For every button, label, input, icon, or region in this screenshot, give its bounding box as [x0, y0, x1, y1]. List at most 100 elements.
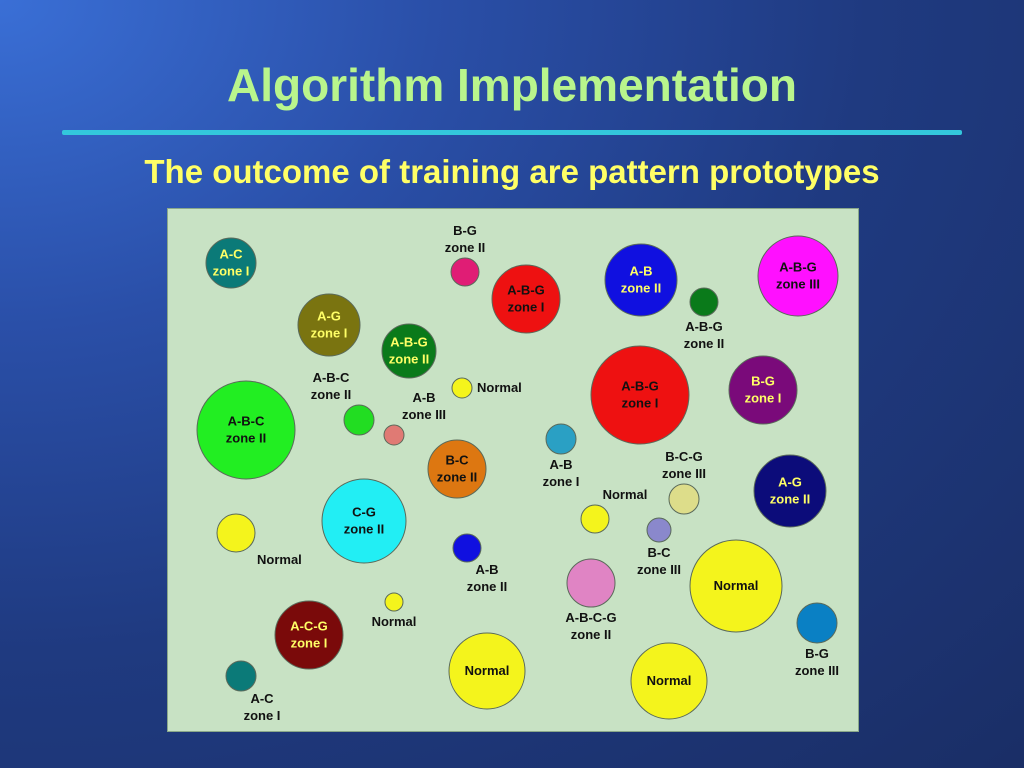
- prototype-label-line: A-C: [250, 691, 274, 706]
- prototype-normal-big-bottom-1: Normal: [448, 632, 526, 710]
- prototype-circle: [452, 533, 482, 563]
- prototype-label-line: B-C: [445, 453, 469, 468]
- slide-title: Algorithm Implementation: [227, 59, 797, 111]
- prototype-label-line: zone II: [571, 627, 611, 642]
- prototype-circle: [205, 237, 257, 289]
- prototype-circle: [566, 558, 616, 608]
- prototype-circle: [689, 539, 783, 633]
- prototype-bc-zone-ii: B-C zone II: [427, 439, 487, 499]
- prototype-normal-left: Normal: [216, 513, 302, 567]
- prototype-label-line: zone II: [684, 336, 724, 351]
- prototype-label-line: A-B-G: [390, 335, 428, 350]
- prototype-label-line: zone II: [311, 387, 351, 402]
- prototype-bg-zone-ii-small: B-G zone II: [445, 223, 485, 287]
- prototype-circle: [450, 257, 480, 287]
- prototype-circle: [448, 632, 526, 710]
- prototype-circle: [427, 439, 487, 499]
- prototype-label-line: A-B: [549, 457, 572, 472]
- prototype-label-line: zone III: [637, 562, 681, 577]
- prototype-label-line: Normal: [465, 663, 510, 678]
- prototype-label-line: zone I: [622, 396, 659, 411]
- prototype-label-line: A-B: [475, 562, 498, 577]
- prototype-ac-zone-i-top: A-C zone I: [205, 237, 257, 289]
- prototype-label-line: A-B-C-G: [565, 610, 616, 625]
- prototype-ab-zone-ii-top: A-B zone II: [604, 243, 678, 317]
- prototype-label-line: Normal: [603, 487, 648, 502]
- prototype-circle: [274, 600, 344, 670]
- prototype-circle: [343, 404, 375, 436]
- prototype-label-line: Normal: [477, 380, 522, 395]
- prototype-circle: [646, 517, 672, 543]
- prototype-normal-big-bottom-2: Normal: [630, 642, 708, 720]
- prototype-label-line: Normal: [372, 614, 417, 629]
- prototype-label-line: zone III: [662, 466, 706, 481]
- prototype-label-line: A-C-G: [290, 619, 328, 634]
- prototype-normal-small-2: Normal: [580, 487, 648, 534]
- prototype-abc-zone-ii-big: A-B-C zone II: [196, 380, 296, 480]
- prototype-circle: [668, 483, 700, 515]
- prototype-abcg-zone-ii: A-B-C-G zone II: [565, 558, 617, 642]
- prototype-circle: [753, 454, 827, 528]
- prototype-label-line: B-C: [647, 545, 671, 560]
- prototype-label-line: A-B-C: [313, 370, 350, 385]
- prototype-circle: [796, 602, 838, 644]
- prototype-label-line: zone I: [244, 708, 281, 723]
- prototype-circle: [580, 504, 610, 534]
- prototype-ag-zone-i: A-G zone I: [297, 293, 361, 357]
- prototype-label-line: A-B-G: [621, 379, 659, 394]
- title-divider: [62, 130, 962, 135]
- prototype-label-line: A-B: [629, 264, 652, 279]
- prototype-label-line: A-C: [219, 247, 243, 262]
- prototype-circle: [630, 642, 708, 720]
- prototype-circle: [381, 323, 437, 379]
- slide-subtitle: The outcome of training are pattern prot…: [144, 153, 880, 190]
- prototype-abg-zone-ii-mid: A-B-G zone II: [381, 323, 437, 379]
- prototype-circle: [383, 424, 405, 446]
- prototype-normal-tiny: Normal: [372, 592, 417, 629]
- prototype-label-line: zone II: [344, 522, 384, 537]
- prototype-bc-zone-iii: B-C zone III: [637, 517, 681, 577]
- prototype-circle: [757, 235, 839, 317]
- prototype-label-line: A-G: [317, 309, 341, 324]
- prototype-label-line: A-B-G: [507, 283, 545, 298]
- prototype-label-line: zone II: [445, 240, 485, 255]
- prototype-circle: [451, 377, 473, 399]
- prototype-circle: [590, 345, 690, 445]
- prototype-circle: [604, 243, 678, 317]
- prototype-label-line: B-C-G: [665, 449, 703, 464]
- prototype-abg-zone-i-big: A-B-G zone I: [590, 345, 690, 445]
- prototype-circle: [196, 380, 296, 480]
- prototype-label-line: Normal: [257, 552, 302, 567]
- prototype-label-line: A-G: [778, 475, 802, 490]
- prototype-abc-zone-ii-small: A-B-C zone II: [311, 370, 375, 436]
- prototype-circle: [384, 592, 404, 612]
- prototype-normal-small-1: Normal: [451, 377, 522, 399]
- prototype-label-line: B-G: [453, 223, 477, 238]
- prototype-ab-zone-ii-small: A-B zone II: [452, 533, 507, 594]
- prototype-circle: [225, 660, 257, 692]
- prototype-label-line: A-B-C: [228, 414, 265, 429]
- prototype-ac-zone-i-bottom: A-C zone I: [225, 660, 281, 723]
- prototype-normal-big-right: Normal: [689, 539, 783, 633]
- prototype-label-line: zone II: [389, 352, 429, 367]
- prototype-cg-zone-ii: C-G zone II: [321, 478, 407, 564]
- prototype-label-line: zone I: [311, 326, 348, 341]
- prototype-circle: [545, 423, 577, 455]
- prototype-label-line: C-G: [352, 505, 376, 520]
- prototype-label-line: zone I: [213, 264, 250, 279]
- prototype-label-line: zone II: [226, 431, 266, 446]
- prototype-label-line: zone II: [437, 470, 477, 485]
- prototype-label-line: zone III: [402, 407, 446, 422]
- prototype-label-line: zone I: [543, 474, 580, 489]
- prototype-label-line: zone II: [467, 579, 507, 594]
- prototype-label-line: zone II: [621, 281, 661, 296]
- prototype-ab-zone-i: A-B zone I: [543, 423, 580, 489]
